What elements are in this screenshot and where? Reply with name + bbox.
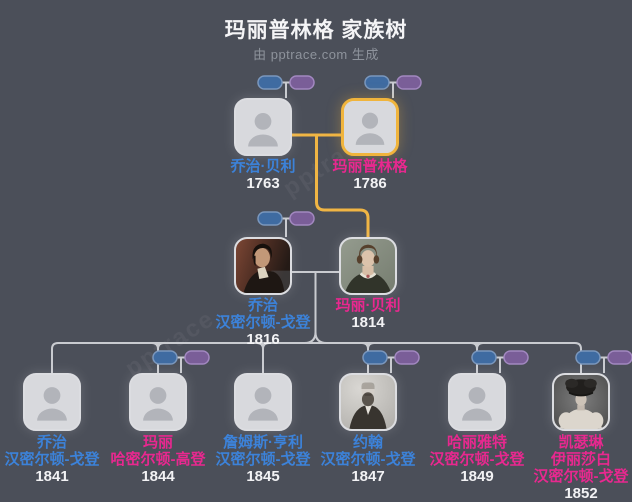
person-name: 哈密尔顿-高登 <box>110 451 206 468</box>
person-card-c1[interactable] <box>23 373 81 431</box>
person-name: 汉密尔顿-戈登 <box>429 451 525 468</box>
person-name: 汉密尔顿-戈登 <box>215 451 311 468</box>
person-label: 玛丽·贝利 1814 <box>293 297 443 331</box>
person-year: 1763 <box>246 175 280 192</box>
person-card-p1[interactable] <box>234 98 292 156</box>
person-card-m1[interactable] <box>234 237 292 295</box>
person-portrait <box>341 239 395 293</box>
person-card-c6[interactable] <box>552 373 610 431</box>
avatar-placeholder-icon <box>450 375 504 429</box>
avatar-placeholder-icon <box>236 375 290 429</box>
person-year: 1816 <box>246 331 280 348</box>
male-chip-icon[interactable] <box>471 350 497 365</box>
male-chip-icon[interactable] <box>364 75 390 90</box>
avatar-placeholder-icon <box>236 100 290 154</box>
female-chip-icon[interactable] <box>396 75 422 90</box>
person-label: 玛丽普林格 1786 <box>295 158 445 192</box>
person-card-c4[interactable] <box>339 373 397 431</box>
female-chip-icon[interactable] <box>607 350 632 365</box>
person-name: 玛丽普林格 <box>332 158 408 175</box>
male-chip-icon[interactable] <box>152 350 178 365</box>
person-portrait <box>341 375 395 429</box>
female-chip-icon[interactable] <box>289 211 315 226</box>
person-card-c3[interactable] <box>234 373 292 431</box>
person-year: 1852 <box>564 485 598 502</box>
person-name: 凯瑟琳 <box>558 434 604 451</box>
person-label: 乔治 汉密尔顿-戈登 1841 <box>0 434 127 485</box>
person-portrait <box>554 375 608 429</box>
person-portrait <box>236 239 290 293</box>
person-name: 汉密尔顿-戈登 <box>533 468 629 485</box>
person-year: 1844 <box>141 468 175 485</box>
male-chip-icon[interactable] <box>257 75 283 90</box>
collapsed-relative-chips <box>152 75 632 365</box>
page-subtitle: 由 pptrace.com 生成 <box>253 47 379 62</box>
lineage-connector-lines <box>292 133 370 237</box>
female-chip-icon[interactable] <box>289 75 315 90</box>
person-name: 詹姆斯·亨利 <box>223 434 303 451</box>
person-year: 1786 <box>353 175 387 192</box>
person-label: 乔治·贝利 1763 <box>188 158 338 192</box>
person-name: 乔治 <box>36 434 67 451</box>
person-year: 1841 <box>35 468 69 485</box>
person-label: 乔治 汉密尔顿-戈登 1816 <box>188 297 338 348</box>
person-label: 哈丽雅特 汉密尔顿-戈登 1849 <box>402 434 552 485</box>
person-card-m2[interactable] <box>339 237 397 295</box>
female-chip-icon[interactable] <box>184 350 210 365</box>
person-name: 伊丽莎白 <box>550 451 611 468</box>
avatar-placeholder-icon <box>131 375 185 429</box>
person-card-c2[interactable] <box>129 373 187 431</box>
person-name: 玛丽 <box>142 434 173 451</box>
male-chip-icon[interactable] <box>362 350 388 365</box>
person-label: 玛丽 哈密尔顿-高登 1844 <box>83 434 233 485</box>
person-name: 汉密尔顿-戈登 <box>215 314 311 331</box>
person-year: 1847 <box>351 468 385 485</box>
person-label: 约翰 汉密尔顿-戈登 1847 <box>293 434 443 485</box>
avatar-placeholder-icon <box>344 101 396 153</box>
person-name: 汉密尔顿-戈登 <box>4 451 100 468</box>
person-year: 1814 <box>351 314 385 331</box>
male-chip-icon[interactable] <box>257 211 283 226</box>
person-label: 凯瑟琳 伊丽莎白 汉密尔顿-戈登 1852 <box>506 434 632 502</box>
person-year: 1849 <box>460 468 494 485</box>
person-name: 乔治·贝利 <box>230 158 296 175</box>
person-name: 玛丽·贝利 <box>335 297 401 314</box>
person-card-c5[interactable] <box>448 373 506 431</box>
female-chip-icon[interactable] <box>394 350 420 365</box>
person-name: 哈丽雅特 <box>446 434 507 451</box>
person-label: 詹姆斯·亨利 汉密尔顿-戈登 1845 <box>188 434 338 485</box>
page-title: 玛丽普林格 家族树 <box>224 19 408 42</box>
female-chip-icon[interactable] <box>503 350 529 365</box>
person-name: 乔治 <box>247 297 278 314</box>
person-name: 汉密尔顿-戈登 <box>320 451 416 468</box>
person-card-p2-highlighted[interactable] <box>341 98 399 156</box>
person-year: 1845 <box>246 468 280 485</box>
male-chip-icon[interactable] <box>575 350 601 365</box>
avatar-placeholder-icon <box>25 375 79 429</box>
person-name: 约翰 <box>352 434 383 451</box>
